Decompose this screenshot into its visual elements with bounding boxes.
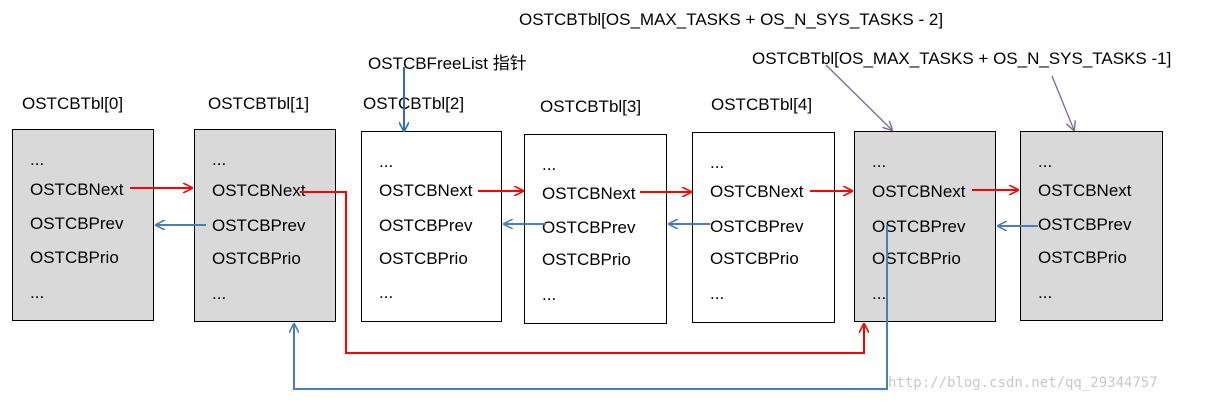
field-ostcbprio: OSTCBPrio [212,249,301,268]
field-ellipsis-bottom: ... [710,284,725,303]
field-ellipsis-top: ... [379,152,394,171]
field-ostcbnext: OSTCBNext [872,182,966,201]
tcb-block-3: ... OSTCBNext OSTCBPrev OSTCBPrio ... [524,134,667,324]
field-ostcbprev: OSTCBPrev [542,218,636,237]
field-ellipsis-bottom: ... [30,283,45,302]
field-ostcbprev: OSTCBPrev [30,214,124,233]
tcb-block-0: ... OSTCBNext OSTCBPrev OSTCBPrio ... [12,129,154,321]
block-label-0: OSTCBTbl[0] [22,94,124,113]
field-ostcbprio: OSTCBPrio [30,248,119,267]
field-ostcbnext: OSTCBNext [212,181,306,200]
prev-arrow-max-minus-2-to-1 [294,225,888,390]
watermark: http://blog.csdn.net/qq_29344757 [888,375,1158,391]
field-ostcbnext: OSTCBNext [30,180,124,199]
field-ellipsis-bottom: ... [542,285,557,304]
field-ellipsis-top: ... [710,153,725,172]
field-ostcbprev: OSTCBPrev [1038,215,1132,234]
field-ellipsis-top: ... [1038,152,1053,171]
title-pointer-max-minus-1 [1051,75,1074,130]
field-ellipsis-top: ... [30,150,45,169]
title-pointer-max-minus-2 [825,64,892,130]
field-ostcbprio: OSTCBPrio [710,249,799,268]
field-ellipsis-bottom: ... [212,284,227,303]
tcb-block-max-minus-1: ... OSTCBNext OSTCBPrev OSTCBPrio ... [1020,131,1163,321]
next-arrow-1-to-max-minus-2 [300,191,864,354]
block-label-1: OSTCBTbl[1] [208,94,310,113]
field-ellipsis-top: ... [542,155,557,174]
field-ostcbnext: OSTCBNext [710,182,804,201]
field-ellipsis-bottom: ... [1038,283,1053,302]
field-ostcbprio: OSTCBPrio [542,250,631,269]
tcb-block-1: ... OSTCBNext OSTCBPrev OSTCBPrio ... [194,129,336,322]
title-max-minus-1: OSTCBTbl[OS_MAX_TASKS + OS_N_SYS_TASKS -… [752,49,1172,68]
field-ostcbprev: OSTCBPrev [212,216,306,235]
tcb-block-2: ... OSTCBNext OSTCBPrev OSTCBPrio ... [361,131,502,322]
tcb-block-max-minus-2: ... OSTCBNext OSTCBPrev OSTCBPrio ... [854,131,996,322]
block-label-2: OSTCBTbl[2] [363,94,465,113]
block-label-3: OSTCBTbl[3] [540,97,642,116]
field-ostcbnext: OSTCBNext [1038,181,1132,200]
field-ellipsis-top: ... [212,150,227,169]
title-max-minus-2: OSTCBTbl[OS_MAX_TASKS + OS_N_SYS_TASKS -… [519,10,944,29]
freelist-pointer-label: OSTCBFreeList 指针 [368,54,527,73]
field-ostcbprio: OSTCBPrio [379,249,468,268]
field-ellipsis-bottom: ... [379,283,394,302]
field-ostcbprio: OSTCBPrio [1038,248,1127,267]
field-ostcbnext: OSTCBNext [542,184,636,203]
field-ellipsis-bottom: ... [872,284,887,303]
field-ostcbprio: OSTCBPrio [872,249,961,268]
field-ostcbnext: OSTCBNext [379,181,473,200]
field-ellipsis-top: ... [872,152,887,171]
field-ostcbprev: OSTCBPrev [379,216,473,235]
block-label-4: OSTCBTbl[4] [711,95,813,114]
field-ostcbprev: OSTCBPrev [872,217,966,236]
field-ostcbprev: OSTCBPrev [710,217,804,236]
tcb-block-4: ... OSTCBNext OSTCBPrev OSTCBPrio ... [692,132,835,323]
